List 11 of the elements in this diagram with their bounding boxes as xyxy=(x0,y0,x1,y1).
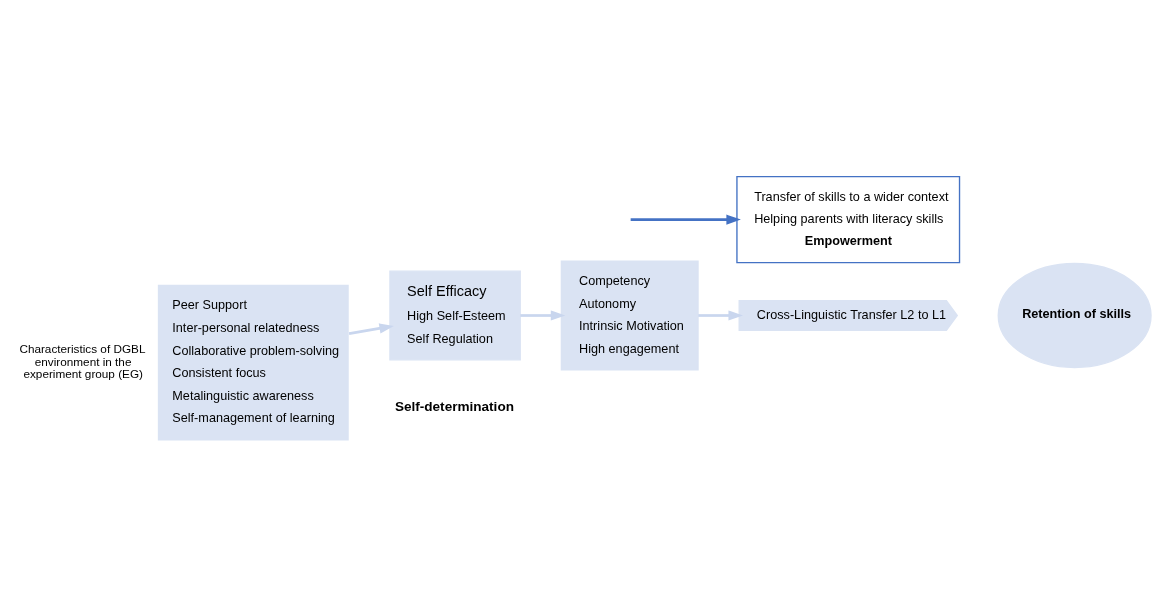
node-box: Peer Support Inter-personal relatedness Collaborative problem-solving Consistent focus Metalinguistic awareness Self-management of learning xyxy=(157,284,349,440)
node-label: Characteristics of DGBL environment in the experiment group (EG) xyxy=(19,341,146,380)
node-box: Transfer of skills to a wider context Helping parents with literacy skills Empowerment xyxy=(736,175,961,263)
node-box: Self Efficacy High Self-Esteem Self Regulation xyxy=(389,270,521,361)
arrow xyxy=(630,214,741,225)
label: Self-determination xyxy=(394,398,514,414)
arrow xyxy=(520,309,566,321)
node-ellipse: Retention of skills xyxy=(997,262,1152,368)
node-box: Competency Autonomy Intrinsic Motivation High engagement xyxy=(560,260,699,370)
arrow xyxy=(348,322,394,335)
arrow xyxy=(698,309,743,321)
